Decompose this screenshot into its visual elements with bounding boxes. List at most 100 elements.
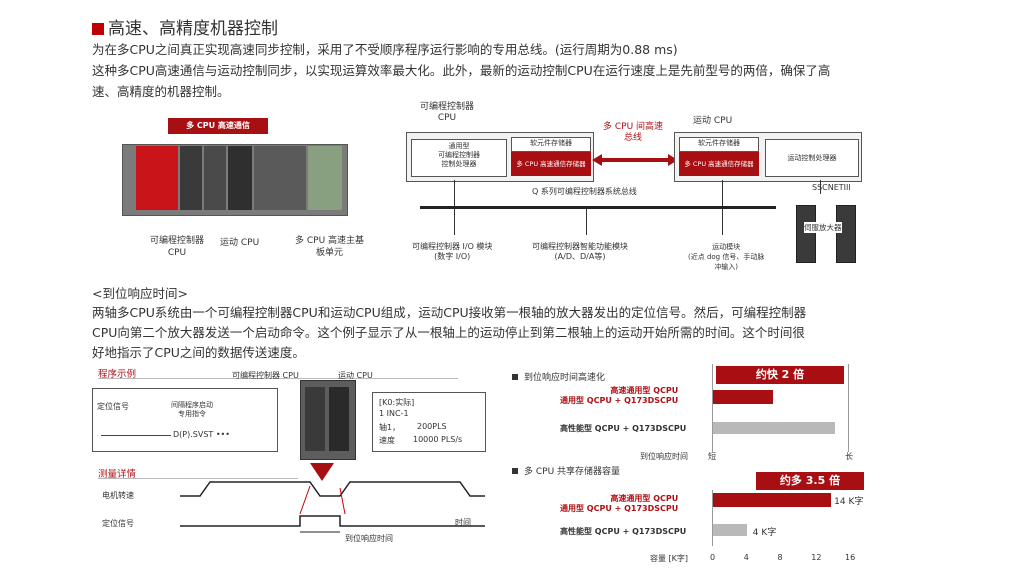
sys-sscnet: SSCNETIII <box>812 183 851 192</box>
k-title: [K0:实际] <box>379 398 415 407</box>
chart2-cat-0: 高速通用型 QCPU 通用型 QCPU + Q173DSCPU <box>560 494 679 513</box>
q-bus-line <box>420 206 776 209</box>
sys-bus-label: 多 CPU 间高速 总线 <box>603 122 664 143</box>
sys-motion-mem: 多 CPU 高速通信存储器 <box>679 152 759 176</box>
chart2-title: 多 CPU 共享存储器容量 <box>524 467 621 477</box>
measure-time: 时间 <box>455 518 471 527</box>
sys-plc-inner-label: 通用型 可编程控制器 控制处理器 <box>438 142 480 168</box>
io-terminal <box>308 146 342 210</box>
bus-arrow-icon <box>592 154 678 166</box>
sys-servo-label: 伺服放大器 <box>804 222 842 233</box>
down-arrow-icon <box>310 463 334 481</box>
chart2-tick: 0 <box>710 553 716 562</box>
response-line-3: 好地指示了CPU之间的数据传送速度。 <box>92 345 305 360</box>
chart1-annotation: 约快 2 倍 <box>716 366 844 384</box>
k-axis: 轴1， <box>379 423 401 432</box>
chart2-bar-0 <box>713 493 832 507</box>
sys-motion-module: 运动模块 (近点 dog 信号、手动脉 冲输入) <box>688 243 765 271</box>
chart2-xlabel: 容量 [K字] <box>650 554 689 563</box>
sys-plc-mem: 多 CPU 高速通信存储器 <box>511 152 591 176</box>
response-line-2: CPU向第二个放大器发送一个启动命令。这个例子显示了从一根轴上的运动停止到第二根… <box>92 325 805 340</box>
chart1-x-long: 长 <box>845 452 853 461</box>
chart1-title-row: 到位响应时间高速化 <box>512 370 605 383</box>
timing-chart <box>180 481 485 533</box>
ladder-box: 定位信号 间隔程序启动 专用指令 D(P).SVST ••• <box>92 388 278 452</box>
response-line-1: 两轴多CPU系统由一个可编程控制器CPU和运动CPU组成，运动CPU接收第一根轴… <box>92 305 807 320</box>
k-speed-label: 速度 <box>379 436 395 445</box>
hw-label-plc: 可编程控制器 CPU <box>150 236 205 258</box>
measure-motor-speed: 电机转速 <box>102 491 134 500</box>
sys-motion-module-link <box>722 209 723 235</box>
plc-cpu-module <box>180 146 202 210</box>
ladder-rung <box>101 435 171 436</box>
sscnet-line <box>820 180 821 194</box>
ladder-instr: D(P).SVST ••• <box>173 430 230 439</box>
measure-pos-signal: 定位信号 <box>102 519 134 528</box>
power-module <box>136 146 178 210</box>
bullet-icon <box>512 374 518 380</box>
chart2-value-0: 14 K字 <box>834 497 864 507</box>
program-rule <box>98 378 458 379</box>
k-pls: 200PLS <box>417 422 447 431</box>
measure-title: 测量详情 <box>98 469 137 480</box>
k-speed: 10000 PLS/s <box>413 435 463 444</box>
sys-io-link <box>454 209 455 235</box>
sys-intel-module: 可编程控制器智能功能模块 (A/D、D/A等) <box>532 242 628 261</box>
sys-motion-soft-label: 软元件存储器 <box>698 139 740 147</box>
intro-line-2: 这种多CPU高速通信与运动控制同步，以实现运算效率最大化。此外，最新的运动控制C… <box>92 63 831 78</box>
cpu-photo-plc <box>305 387 325 451</box>
sys-motion-box: 软元件存储器 多 CPU 高速通信存储器 运动控制处理器 <box>674 132 862 182</box>
sys-motion-soft: 软元件存储器 <box>679 137 759 152</box>
measure-resp-time: 到位响应时间 <box>345 534 393 543</box>
ladder-instr-label: 间隔程序启动 专用指令 <box>171 401 213 418</box>
response-title: <到位响应时间> <box>92 286 188 301</box>
ladder-pos-signal: 定位信号 <box>97 402 129 411</box>
heading-text: 高速、高精度机器控制 <box>108 19 278 39</box>
chart2-bar-1 <box>713 524 747 536</box>
chart2-tick: 12 <box>811 553 822 562</box>
motion-cpu-module <box>228 146 252 210</box>
chart1-x-short: 短 <box>708 452 716 461</box>
chart2-value-1: 4 K字 <box>752 528 777 538</box>
sys-motion-proc: 运动控制处理器 <box>765 139 859 177</box>
sys-io-module: 可编程控制器 I/O 模块 (数字 I/O) <box>412 242 493 261</box>
chart2-cat-1: 高性能型 QCPU + Q173DSCPU <box>560 527 687 536</box>
sys-plc-link <box>454 180 455 206</box>
sys-plc-title: 可编程控制器 CPU <box>420 102 475 123</box>
chart2-title-row: 多 CPU 共享存储器容量 <box>512 464 620 477</box>
measure-rule <box>98 478 298 479</box>
page-heading: 高速、高精度机器控制 <box>92 14 278 39</box>
extra-module <box>204 146 226 210</box>
heading-square-icon <box>92 23 104 35</box>
servo-amp-2 <box>836 205 856 263</box>
chart1-cat-0: 高速通用型 QCPU 通用型 QCPU + Q173DSCPU <box>560 386 679 405</box>
chart2-tick: 8 <box>777 553 783 562</box>
io-modules <box>254 146 306 210</box>
sys-motion-proc-label: 运动控制处理器 <box>787 154 837 162</box>
hardware-badge: 多 CPU 高速通信 <box>168 118 268 134</box>
chart1-axis-right <box>848 364 849 452</box>
cpu-photo-motion <box>329 387 349 451</box>
program-plc-label: 可编程控制器 CPU <box>232 371 299 380</box>
bullet-icon <box>512 468 518 474</box>
program-title: 程序示例 <box>98 369 137 380</box>
hw-label-base: 多 CPU 高速主基 板单元 <box>295 236 365 258</box>
sys-q-bus-label: Q 系列可编程控制器系统总线 <box>532 187 637 196</box>
chart1-axis <box>712 364 713 452</box>
sys-motion-link <box>722 180 723 206</box>
hw-label-motion: 运动 CPU <box>220 238 260 248</box>
servo-amp-1 <box>796 205 816 263</box>
chart2-annotation: 约多 3.5 倍 <box>756 472 864 490</box>
chart1-title: 到位响应时间高速化 <box>524 373 606 383</box>
chart2-tick: 4 <box>743 553 749 562</box>
chart1-bar-0 <box>713 390 773 404</box>
intro-line-1: 为在多CPU之间真正实现高速同步控制，采用了不受顺序程序运行影响的专用总线。(运… <box>92 42 678 57</box>
sys-intel-link <box>586 209 587 235</box>
sys-motion-title: 运动 CPU <box>693 116 733 126</box>
chart2-axis <box>712 490 713 546</box>
k-program-box: [K0:实际] 1 INC-1 轴1， 200PLS 速度 10000 PLS/… <box>372 392 486 452</box>
sys-plc-soft: 软元件存储器 <box>511 137 591 152</box>
intro-line-3: 速、高精度的机器控制。 <box>92 84 230 99</box>
cpu-photo <box>300 380 356 460</box>
sys-plc-box: 通用型 可编程控制器 控制处理器 软元件存储器 多 CPU 高速通信存储器 <box>406 132 594 182</box>
